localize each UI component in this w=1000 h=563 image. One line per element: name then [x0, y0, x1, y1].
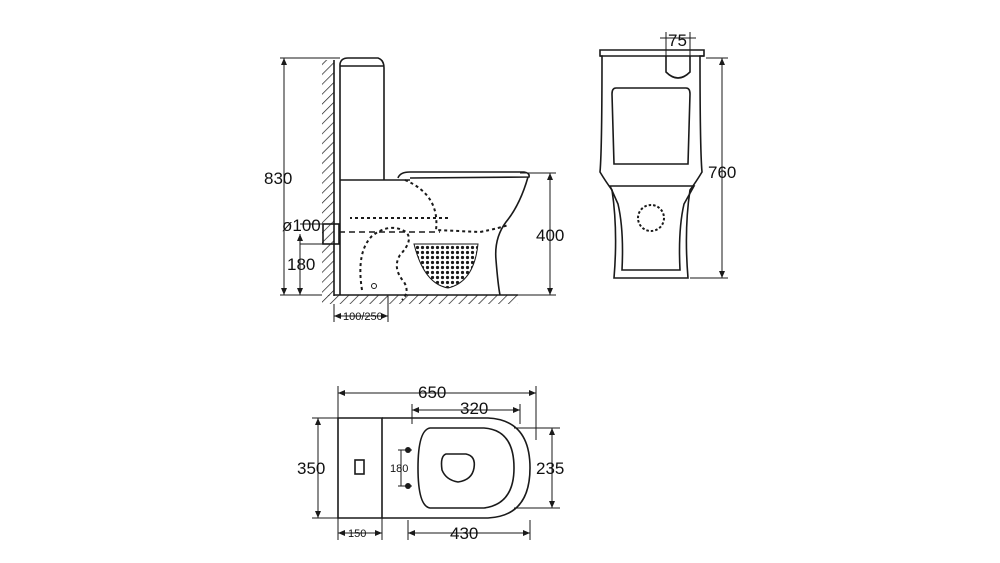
flush-button [665, 56, 691, 79]
front-view: 75 760 [599, 31, 736, 279]
outlet-pipe [322, 223, 340, 245]
top-view: 180 650 320 350 235 [297, 383, 564, 543]
tank-button [354, 459, 365, 475]
dim-320-label: 320 [460, 399, 488, 418]
dim-430: 430 [407, 520, 531, 543]
tank-top [337, 417, 383, 519]
cistern-outline [339, 57, 385, 295]
trap-dotted [404, 179, 509, 234]
bowl-water-top [440, 453, 476, 483]
wall-hatch [322, 60, 334, 296]
dim-100-250-label: 100/250 [343, 311, 383, 323]
dim-830-label: 830 [264, 169, 292, 188]
dim-outlet-diameter: ø100 [282, 216, 323, 245]
dim-760-label: 760 [708, 163, 736, 182]
dim-75-label: 75 [668, 31, 687, 50]
dim-400-label: 400 [536, 226, 564, 245]
tank-panel [611, 87, 691, 165]
dim-430-label: 430 [450, 524, 478, 543]
side-view: 830 ø100 180 400 100/250 [264, 57, 564, 323]
dim-150-label: 150 [348, 528, 366, 540]
dim-350: 350 [297, 417, 338, 519]
dim-320: 320 [411, 399, 521, 424]
dim-180-top-label: 180 [390, 463, 408, 475]
bowl-inner [417, 427, 515, 509]
outlet-circle [637, 204, 665, 232]
dim-75: 75 [660, 31, 696, 56]
floor-hatch [322, 295, 518, 304]
dim-830: 830 [264, 57, 340, 296]
dim-150: 150 [337, 518, 383, 540]
bowl-front [494, 176, 529, 296]
dim-235-label: 235 [536, 459, 564, 478]
dim-180-label: 180 [287, 255, 315, 274]
bowl-water [413, 243, 479, 289]
dim-350-label: 350 [297, 459, 325, 478]
dim-wall-offset: 100/250 [333, 296, 389, 323]
dim-760: 760 [690, 57, 736, 279]
dim-400: 400 [518, 172, 564, 296]
dim-235: 235 [514, 427, 564, 509]
bowl-top [382, 417, 531, 519]
front-outline [599, 49, 705, 279]
pedestal-inner [608, 185, 696, 271]
dim-ø100-label: ø100 [282, 216, 321, 235]
dim-650: 650 [337, 383, 537, 440]
seat-outline [397, 171, 530, 179]
dim-180-side: 180 [287, 234, 315, 295]
dim-650-label: 650 [418, 383, 446, 402]
